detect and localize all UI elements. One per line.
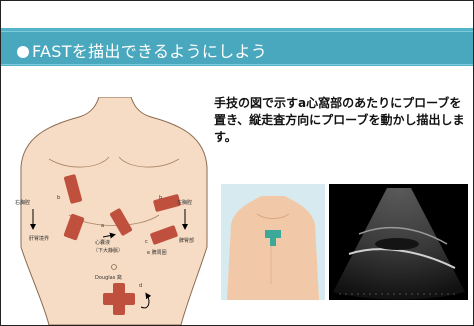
torso-illustration [9, 97, 217, 325]
label-a: a [101, 223, 104, 229]
body-skin [227, 196, 319, 300]
label-d: d [139, 283, 142, 289]
description-text: 手技の図で示すa心窩部のあたりにプローブを置き、縦走査方向にプローブを動かし描出… [214, 95, 469, 146]
body-probe-photo [221, 184, 325, 300]
label-c: c [145, 239, 148, 245]
label-b-right: b [57, 195, 60, 201]
label-b-left: b [159, 195, 162, 201]
slide-title: FASTを描出できるようにしよう [17, 38, 267, 62]
bullet-icon [17, 46, 29, 58]
label-heart-sac: 心嚢液 [95, 239, 110, 246]
fast-diagram: 右胸腔 b 肝腎境界 b 左胸腔 a 心嚢液 （下大静脈） c 脾腎部 e 脾周… [9, 97, 217, 325]
label-douglas: Douglas 窩 [95, 274, 122, 281]
label-left-kidney: e 脾周囲 [147, 249, 167, 256]
probe-douglas-h [103, 293, 135, 305]
title-banner: FASTを描出できるようにしよう [1, 28, 473, 66]
title-bar: FASTを描出できるようにしよう [1, 31, 473, 65]
label-right-chest: 右胸腔 [15, 199, 30, 206]
label-splenorenal: 脾腎部 [179, 237, 194, 244]
label-ivc: （下大静脈） [93, 247, 123, 254]
ultrasound-image [329, 184, 468, 300]
label-left-chest: 左胸腔 [177, 199, 192, 206]
label-hepatorenal: 肝腎境界 [29, 235, 49, 242]
slide-title-text: FASTを描出できるようにしよう [32, 42, 267, 61]
